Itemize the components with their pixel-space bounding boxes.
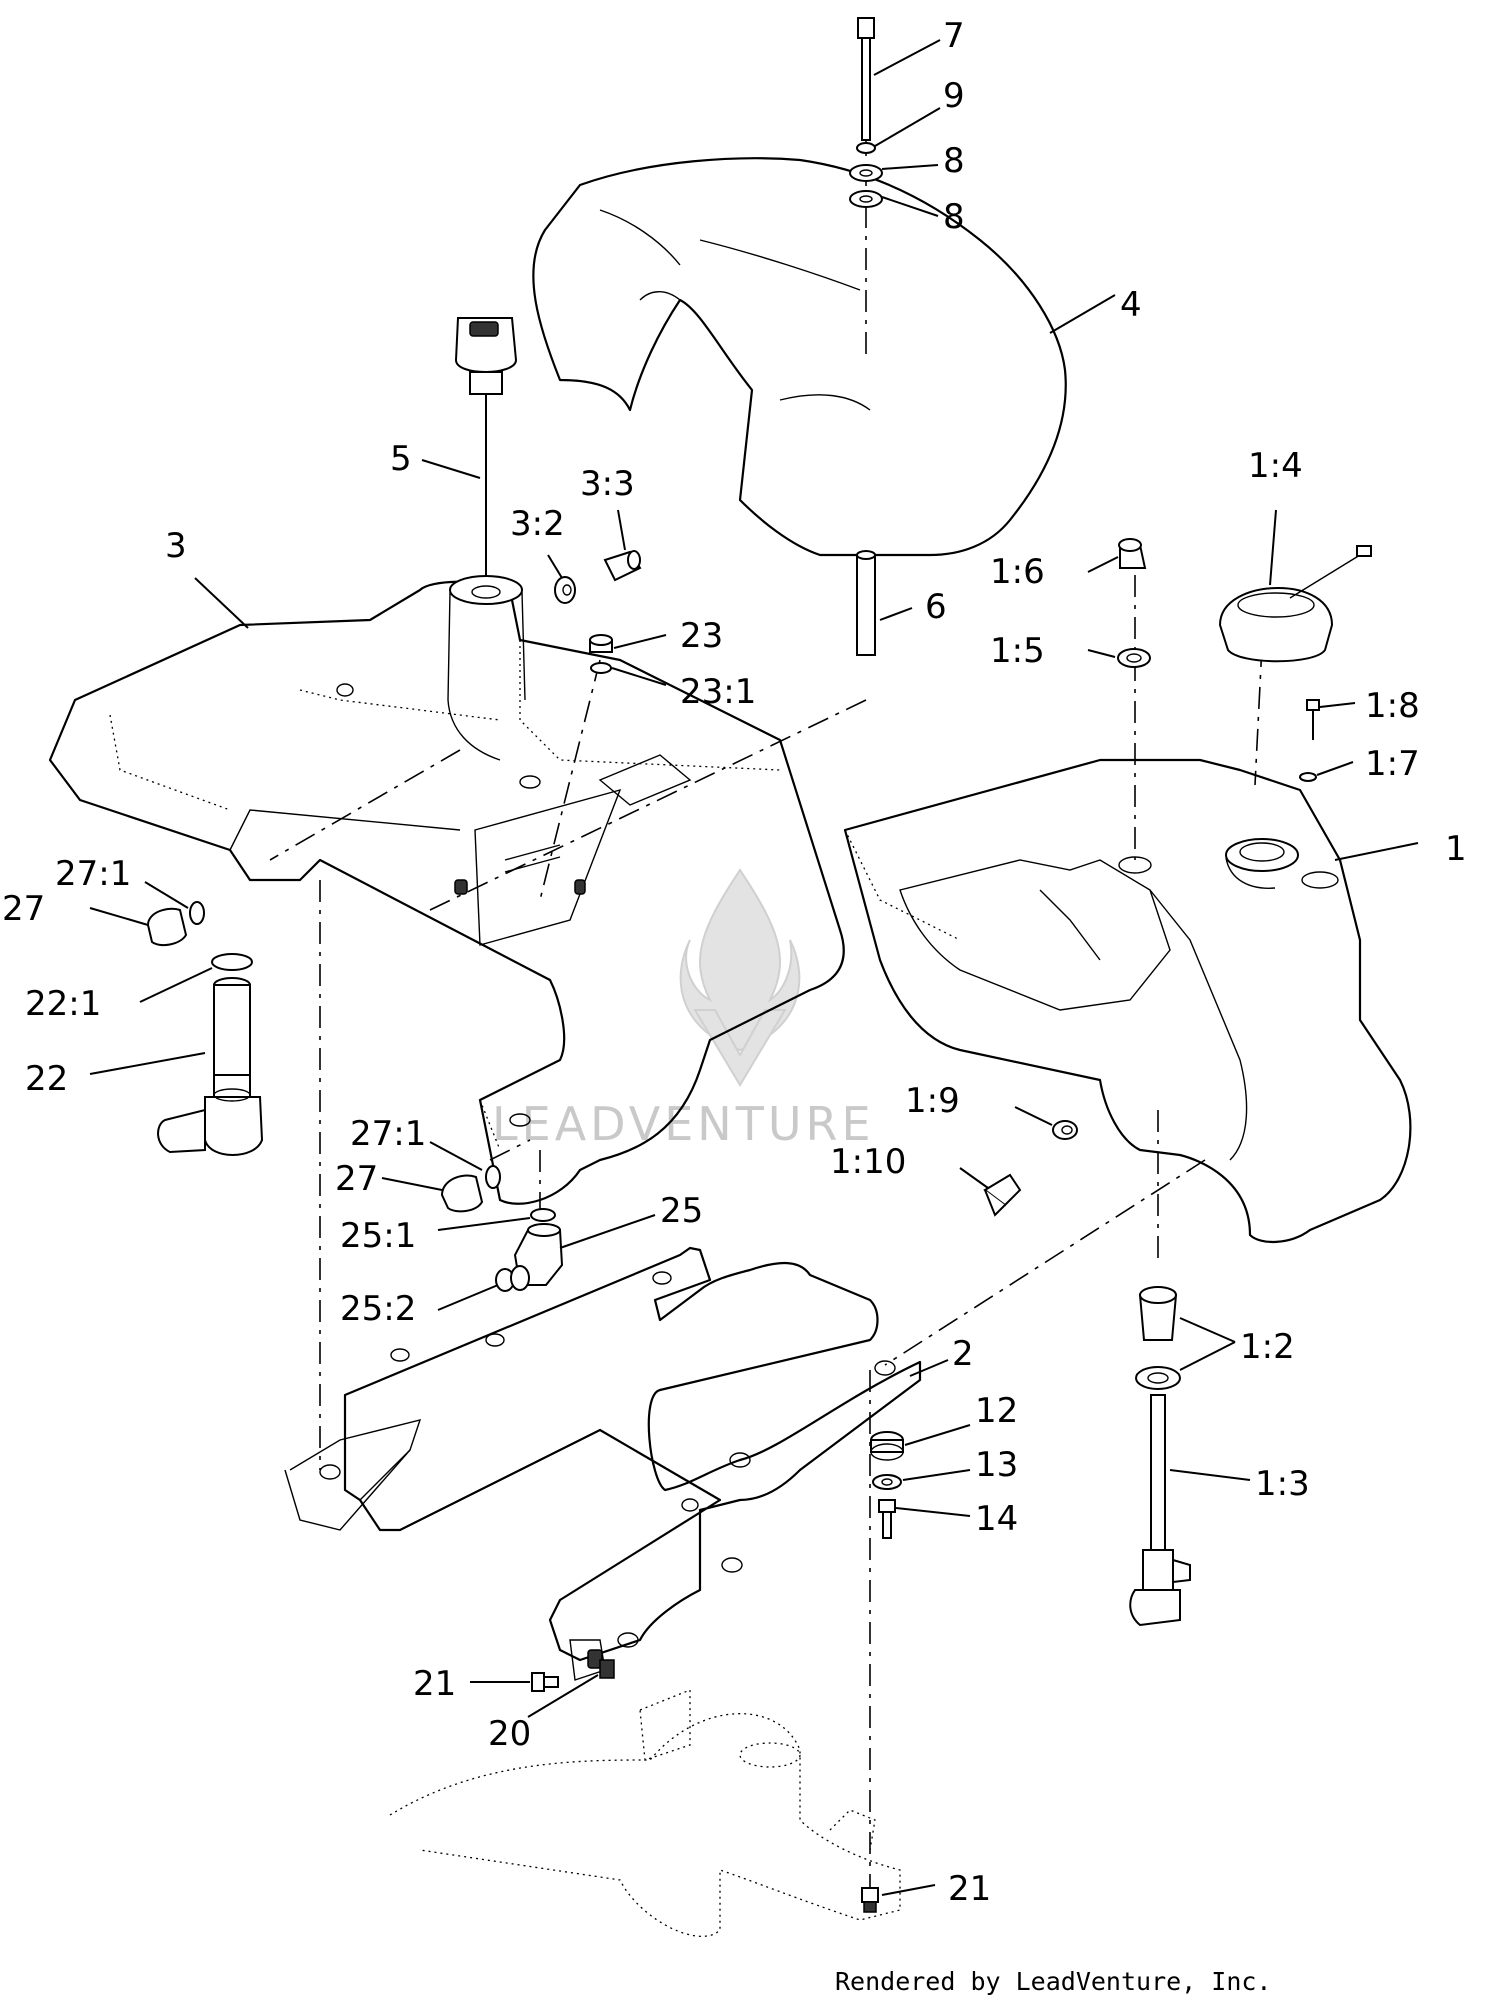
part-1-3-valve [1129,1394,1191,1627]
leader-lines [89,39,1419,1896]
render-credit: Rendered by LeadVenture, Inc. [835,1967,1272,1996]
part-1-6-fitting [1118,538,1147,569]
part-13-washer [872,1474,902,1490]
part-1-7-washer [1299,772,1317,782]
callout-27-1-upper: 27:1 [55,854,131,894]
part-14-bolt [878,1499,896,1539]
part-9-washer [856,142,876,154]
part-8-washer-b [849,190,883,208]
callout-1-9: 1:9 [905,1081,960,1121]
part-23-fitting [589,634,613,653]
part-22-1-oring [211,953,253,971]
part-23-1-oring [590,662,612,674]
part-21-screw-a [531,1672,559,1692]
watermark-text: LEADVENTURE [492,1097,875,1151]
callout-23-1: 23:1 [680,672,756,712]
watermark-v-icon [693,1009,787,1087]
part-27-plug-b [440,1174,484,1213]
callout-7: 7 [943,16,965,56]
part-1-tank-right [843,758,1412,1244]
part-3-tank-left [48,575,845,1205]
callout-27-1-lower: 27:1 [350,1114,426,1154]
callout-1-5: 1:5 [990,631,1045,671]
callout-22-1: 22:1 [25,984,101,1024]
callout-labels: 7 9 8 8 4 5 3:3 3:2 3 1:4 1:6 6 23 23:1 … [2,16,1467,1909]
callout-8-upper: 8 [943,141,965,181]
callout-25-2: 25:2 [340,1289,416,1329]
part-7-bolt [857,17,875,39]
callout-6: 6 [925,587,947,627]
callout-8-lower: 8 [943,197,965,237]
callout-4: 4 [1120,285,1142,325]
callout-27-upper: 27 [2,889,45,929]
callout-12: 12 [975,1391,1018,1431]
callout-5: 5 [390,439,412,479]
callout-1: 1 [1445,829,1467,869]
part-1-5-grommet [1117,648,1151,668]
callout-25: 25 [660,1191,703,1231]
callout-25-1: 25:1 [340,1216,416,1256]
part-1-10-elbow [983,1173,1022,1217]
callout-3-3: 3:3 [580,464,635,504]
part-5-cap [454,317,518,585]
part-27-plug-a [146,907,188,947]
callout-1-10: 1:10 [830,1142,906,1182]
callout-1-8: 1:8 [1365,686,1420,726]
callout-3-2: 3:2 [510,504,565,544]
callout-3: 3 [165,526,187,566]
part-21-screw-b [861,1887,879,1913]
callout-9: 9 [943,76,965,116]
assembly-lines [269,80,1263,1910]
part-1-9-grommet [1052,1120,1078,1140]
callout-1-6: 1:6 [990,552,1045,592]
part-6-spacer [856,550,876,656]
part-2-bracket [284,1246,922,1681]
callout-1-7: 1:7 [1365,744,1420,784]
watermark: LEADVENTURE [492,868,875,1151]
callout-2: 2 [952,1334,974,1374]
part-25-1-oring [530,1208,556,1222]
part-27-1-oring-a [189,901,205,925]
part-1-8-screw [1306,699,1320,740]
callout-14: 14 [975,1499,1018,1539]
frame-context [389,1689,901,1937]
callout-20: 20 [488,1714,531,1754]
callout-21-lower: 21 [948,1869,991,1909]
part-22-pipe [157,977,264,1156]
callout-1-4: 1:4 [1248,446,1303,486]
part-1-4-fuel-cap [1218,545,1372,663]
callout-1-3: 1:3 [1255,1464,1310,1504]
part-20-nut [599,1659,615,1679]
callout-23: 23 [680,616,723,656]
part-27-1-oring-b [485,1165,501,1189]
watermark-flame-icon [679,868,801,1052]
part-3-2-grommet [554,576,576,604]
callout-21-upper: 21 [413,1664,456,1704]
part-4-cover [532,157,1067,557]
part-8-washer-a [849,164,883,182]
part-25-2-nut [495,1265,530,1292]
callout-27-lower: 27 [335,1159,378,1199]
callout-1-2: 1:2 [1240,1327,1295,1367]
callout-13: 13 [975,1445,1018,1485]
part-3-3-fitting [603,550,642,582]
callout-22: 22 [25,1059,68,1099]
bolt-stack-top [849,17,883,208]
part-1-2-nut-set [1135,1286,1181,1390]
part-12-bushing [870,1431,904,1461]
